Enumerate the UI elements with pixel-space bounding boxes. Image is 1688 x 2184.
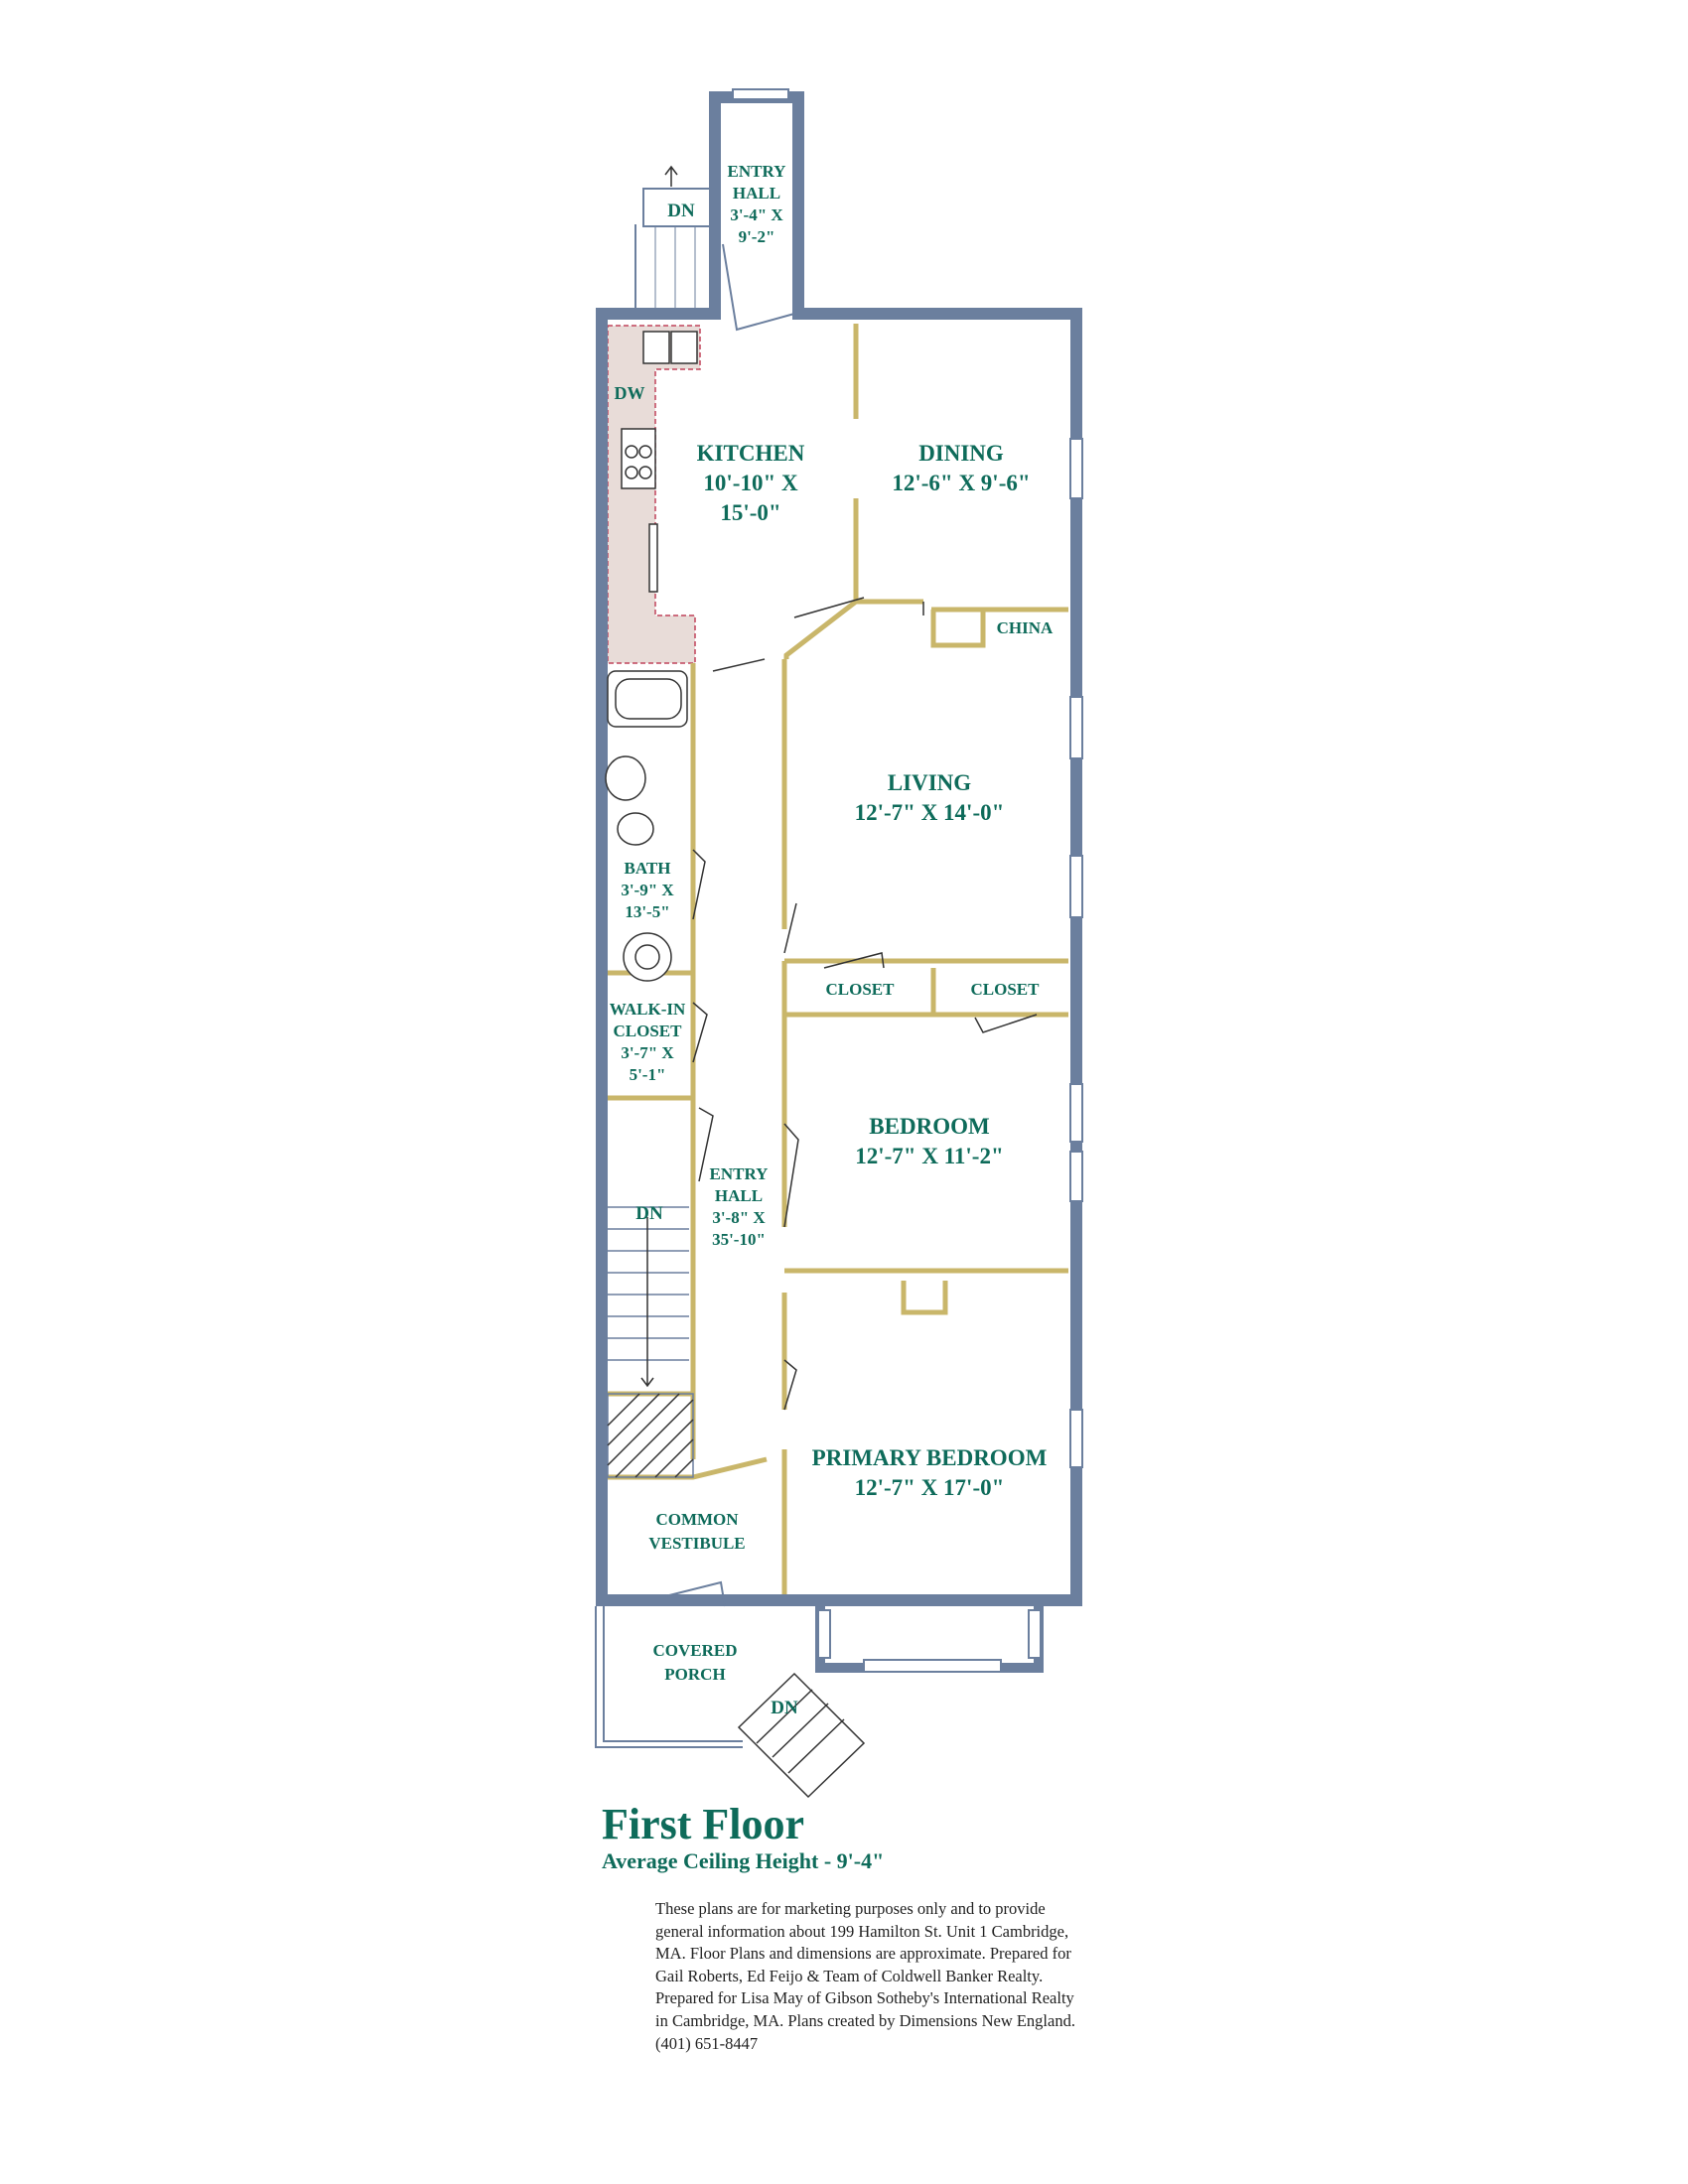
windows: [817, 438, 1083, 1673]
china-label: CHINA: [997, 618, 1054, 637]
interior-walls: [608, 324, 1068, 1594]
entry-hall-top-dim2: 9'-2": [739, 227, 775, 246]
bedroom-dim: 12'-7" X 11'-2": [855, 1144, 1003, 1168]
entry-hall-top-line2: HALL: [733, 184, 780, 203]
common-vestibule-line2: VESTIBULE: [648, 1534, 745, 1553]
dn-label-top: DN: [667, 201, 695, 221]
dn-label-stairs: DN: [635, 1203, 663, 1224]
porch-stairs: [737, 1672, 866, 1799]
living-name: LIVING: [888, 770, 971, 795]
kitchen-fridge: [648, 523, 658, 593]
dishwasher-label: DW: [615, 383, 645, 403]
entry-hall-main-dim2: 35'-10": [712, 1230, 766, 1249]
bathtub: [607, 670, 688, 728]
primary-bedroom-dim: 12'-7" X 17'-0": [855, 1475, 1005, 1500]
entry-vestibule-top: [634, 88, 795, 332]
doors: [692, 597, 1038, 1411]
disclaimer-text: These plans are for marketing purposes o…: [655, 1899, 1075, 2053]
entry-hall-main-line1: ENTRY: [710, 1164, 769, 1183]
dn-label-porch: DN: [771, 1698, 798, 1718]
covered-porch-line2: PORCH: [664, 1665, 725, 1684]
kitchen-sink: [642, 331, 698, 364]
plan-title: First Floor: [602, 1800, 805, 1848]
bath-sink: [623, 932, 672, 982]
walk-in-dim2: 5'-1": [630, 1065, 666, 1084]
basement-stairs: [607, 1206, 694, 1478]
primary-bedroom-name: PRIMARY BEDROOM: [812, 1445, 1048, 1470]
common-vestibule-line1: COMMON: [655, 1510, 739, 1529]
walk-in-line1: WALK-IN: [610, 1000, 686, 1019]
covered-porch-outline: [595, 1580, 743, 1748]
dining-dim: 12'-6" X 9'-6": [892, 471, 1030, 495]
living-dim: 12'-7" X 14'-0": [855, 800, 1005, 825]
entry-hall-main-dim1: 3'-8" X: [712, 1208, 766, 1227]
entry-hall-top-label: ENTRY HALL 3'-4" X 9'-2": [728, 162, 786, 246]
entry-hall-main-line2: HALL: [715, 1186, 763, 1205]
dining-name: DINING: [918, 441, 1004, 466]
bath-dim1: 3'-9" X: [621, 881, 674, 899]
entry-hall-top-dim1: 3'-4" X: [730, 205, 783, 224]
closet-1-label: CLOSET: [826, 980, 896, 999]
kitchen-dim1: 10'-10" X: [703, 471, 798, 495]
walk-in-dim1: 3'-7" X: [621, 1043, 674, 1062]
kitchen-range: [621, 428, 656, 489]
entry-hall-top-line1: ENTRY: [728, 162, 786, 181]
bedroom-name: BEDROOM: [869, 1114, 990, 1139]
kitchen-dim2: 15'-0": [720, 500, 780, 525]
covered-porch-line1: COVERED: [652, 1641, 737, 1660]
kitchen-counters: [607, 325, 701, 664]
walk-in-line2: CLOSET: [614, 1022, 683, 1040]
plan-subtitle: Average Ceiling Height - 9'-4": [602, 1848, 885, 1873]
closet-2-label: CLOSET: [971, 980, 1041, 999]
bath-dim2: 13'-5": [625, 902, 669, 921]
bath-name: BATH: [625, 859, 671, 878]
kitchen-name: KITCHEN: [697, 441, 805, 466]
toilet: [605, 755, 654, 846]
